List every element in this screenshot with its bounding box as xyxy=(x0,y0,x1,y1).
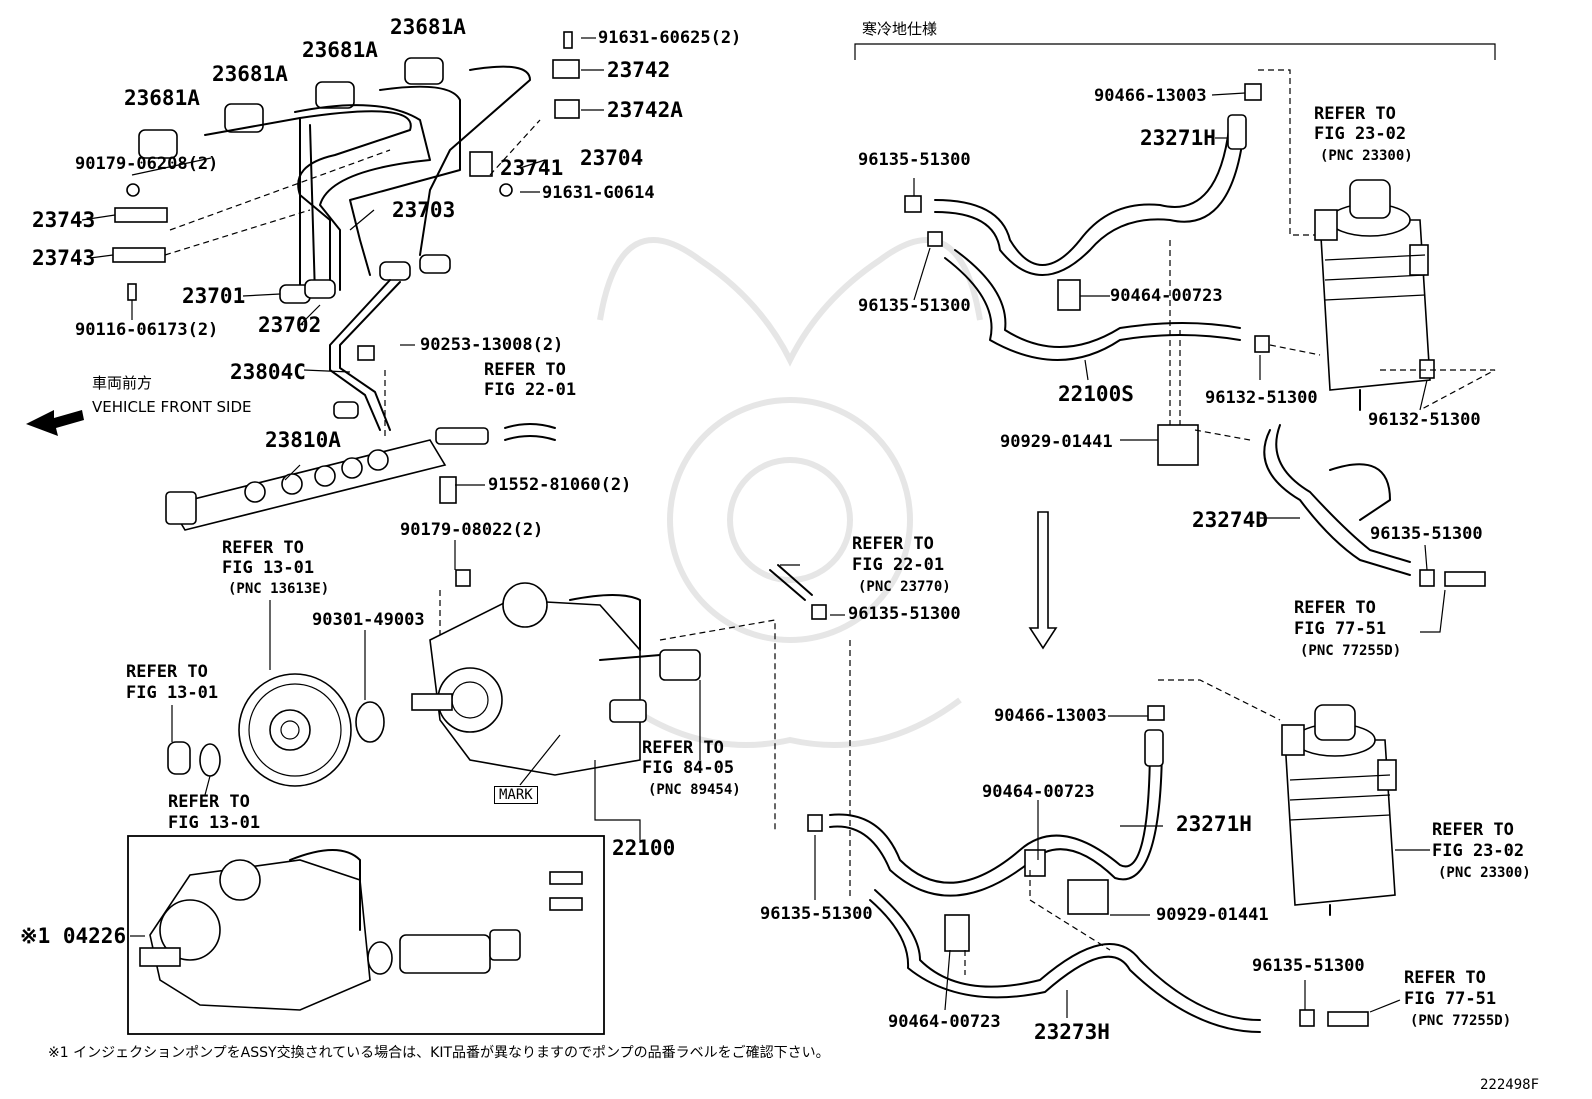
refer-77-51-top-line2[interactable]: FIG 77-51 xyxy=(1294,619,1387,639)
refer-23-02-bot-line1[interactable]: REFER TO xyxy=(1432,820,1514,840)
refer-23-02-bot-pnc: (PNC 23300) xyxy=(1438,865,1531,881)
part-23742[interactable]: 23742 xyxy=(607,58,671,82)
part-90466-13003-bot[interactable]: 90466-13003 xyxy=(994,706,1107,726)
part-23702[interactable]: 23702 xyxy=(258,313,322,337)
refer-22-01-mid-line1[interactable]: REFER TO xyxy=(852,534,934,554)
part-90464-00723-bot1[interactable]: 90464-00723 xyxy=(982,782,1095,802)
part-23741[interactable]: 23741 xyxy=(500,156,564,180)
part-96132-51300-b[interactable]: 96132-51300 xyxy=(1368,410,1481,430)
part-23743-1[interactable]: 23743 xyxy=(32,208,96,232)
vehicle-front-en: VEHICLE FRONT SIDE xyxy=(92,398,252,416)
part-23742A[interactable]: 23742A xyxy=(607,98,683,122)
part-23271H-bot[interactable]: 23271H xyxy=(1176,812,1252,836)
part-96135-51300-r1[interactable]: 96135-51300 xyxy=(858,150,971,170)
part-90253-13008[interactable]: 90253-13008(2) xyxy=(420,335,564,355)
refer-13-01-gear-pnc: (PNC 13613E) xyxy=(228,581,330,597)
part-22100S[interactable]: 22100S xyxy=(1058,382,1134,406)
refer-13-01-gear-line1[interactable]: REFER TO xyxy=(222,538,304,558)
part-90464-00723-top[interactable]: 90464-00723 xyxy=(1110,286,1223,306)
part-23681A-4[interactable]: 23681A xyxy=(390,15,466,39)
mid-hoses xyxy=(659,564,851,900)
fuel-filter-bottom xyxy=(1281,704,1397,916)
mark-label: MARK xyxy=(494,786,538,804)
part-91631-G0614[interactable]: 91631-G0614 xyxy=(542,183,655,203)
refer-22-01-mid-line2[interactable]: FIG 22-01 xyxy=(852,555,945,575)
refer-23-02-top-line1[interactable]: REFER TO xyxy=(1314,104,1396,124)
common-rail xyxy=(165,345,556,531)
cold-spec-bracket xyxy=(854,43,1496,60)
refer-13-01-gear-line2[interactable]: FIG 13-01 xyxy=(222,558,315,578)
part-23681A-3[interactable]: 23681A xyxy=(302,38,378,62)
refer-77-51-bot-line2[interactable]: FIG 77-51 xyxy=(1404,989,1497,1009)
cold-spec-top-hoses xyxy=(904,69,1321,440)
part-23701[interactable]: 23701 xyxy=(182,284,246,308)
refer-84-05-line2[interactable]: FIG 84-05 xyxy=(642,758,735,778)
refer-13-01-bottom-line1[interactable]: REFER TO xyxy=(168,792,250,812)
refer-22-01-mid-pnc: (PNC 23770) xyxy=(858,579,951,595)
figure-id: 222498F xyxy=(1480,1077,1540,1093)
part-90929-01441-top[interactable]: 90929-01441 xyxy=(1000,432,1113,452)
refer-77-51-bot-line1[interactable]: REFER TO xyxy=(1404,968,1486,988)
supply-pump-assembly xyxy=(167,569,701,787)
fuel-filter-top xyxy=(1314,179,1496,411)
refer-84-05-pnc: (PNC 89454) xyxy=(648,782,741,798)
injection-pipes xyxy=(112,31,580,431)
part-96135-51300-r2[interactable]: 96135-51300 xyxy=(858,296,971,316)
refer-22-01-top-line2[interactable]: FIG 22-01 xyxy=(484,380,577,400)
refer-13-01-left-line2[interactable]: FIG 13-01 xyxy=(126,683,219,703)
refer-23-02-top-line2[interactable]: FIG 23-02 xyxy=(1314,124,1407,144)
part-23810A[interactable]: 23810A xyxy=(265,428,341,452)
part-90301-49003[interactable]: 90301-49003 xyxy=(312,610,425,630)
refer-13-01-left-line1[interactable]: REFER TO xyxy=(126,662,208,682)
part-91631-60625[interactable]: 91631-60625(2) xyxy=(598,28,742,48)
part-90929-01441-bot[interactable]: 90929-01441 xyxy=(1156,905,1269,925)
part-90179-08022[interactable]: 90179-08022(2) xyxy=(400,520,544,540)
part-23704[interactable]: 23704 xyxy=(580,146,644,170)
part-23804C[interactable]: 23804C xyxy=(230,360,306,384)
part-23274D[interactable]: 23274D xyxy=(1192,508,1268,532)
part-96135-51300-r4[interactable]: 96135-51300 xyxy=(1252,956,1365,976)
refer-77-51-top-line1[interactable]: REFER TO xyxy=(1294,598,1376,618)
vehicle-front-arrow xyxy=(26,410,84,436)
flow-down-arrow xyxy=(1028,511,1058,650)
part-23271H-top[interactable]: 23271H xyxy=(1140,126,1216,150)
refer-77-51-bot-pnc: (PNC 77255D) xyxy=(1410,1013,1512,1029)
refer-22-01-top-line1[interactable]: REFER TO xyxy=(484,360,566,380)
part-90179-06208[interactable]: 90179-06208(2) xyxy=(75,154,219,174)
part-23681A-1[interactable]: 23681A xyxy=(124,86,200,110)
refer-13-01-bottom-line2[interactable]: FIG 13-01 xyxy=(168,813,261,833)
part-23273H[interactable]: 23273H xyxy=(1034,1020,1110,1044)
cold-spec-mid-hoses xyxy=(1157,424,1486,587)
part-90116-06173[interactable]: 90116-06173(2) xyxy=(75,320,219,340)
part-90464-00723-bot2[interactable]: 90464-00723 xyxy=(888,1012,1001,1032)
part-96135-51300-r3[interactable]: 96135-51300 xyxy=(1370,524,1483,544)
refer-23-02-bot-line2[interactable]: FIG 23-02 xyxy=(1432,841,1525,861)
cold-spec-bottom-hoses xyxy=(807,679,1369,1033)
kit-box xyxy=(127,835,605,1035)
part-96135-51300-mid[interactable]: 96135-51300 xyxy=(848,604,961,624)
part-23743-2[interactable]: 23743 xyxy=(32,246,96,270)
part-104226[interactable]: ※1 04226 xyxy=(20,924,127,948)
refer-77-51-top-pnc: (PNC 77255D) xyxy=(1300,643,1402,659)
part-23703[interactable]: 23703 xyxy=(392,198,456,222)
vehicle-front-jp: 車両前方 xyxy=(92,374,153,392)
refer-84-05-line1[interactable]: REFER TO xyxy=(642,738,724,758)
part-23681A-2[interactable]: 23681A xyxy=(212,62,288,86)
refer-23-02-top-pnc: (PNC 23300) xyxy=(1320,148,1413,164)
part-91552-81060[interactable]: 91552-81060(2) xyxy=(488,475,632,495)
footnote: ※1 インジェクションポンプをASSY交換されている場合は、KIT品番が異なりま… xyxy=(48,1045,830,1061)
part-22100[interactable]: 22100 xyxy=(612,836,676,860)
leader-lines xyxy=(81,37,1446,1018)
part-96135-51300-low[interactable]: 96135-51300 xyxy=(760,904,873,924)
cold-spec-header: 寒冷地仕様 xyxy=(862,20,938,38)
part-90466-13003-top[interactable]: 90466-13003 xyxy=(1094,86,1207,106)
part-96132-51300-a[interactable]: 96132-51300 xyxy=(1205,388,1318,408)
